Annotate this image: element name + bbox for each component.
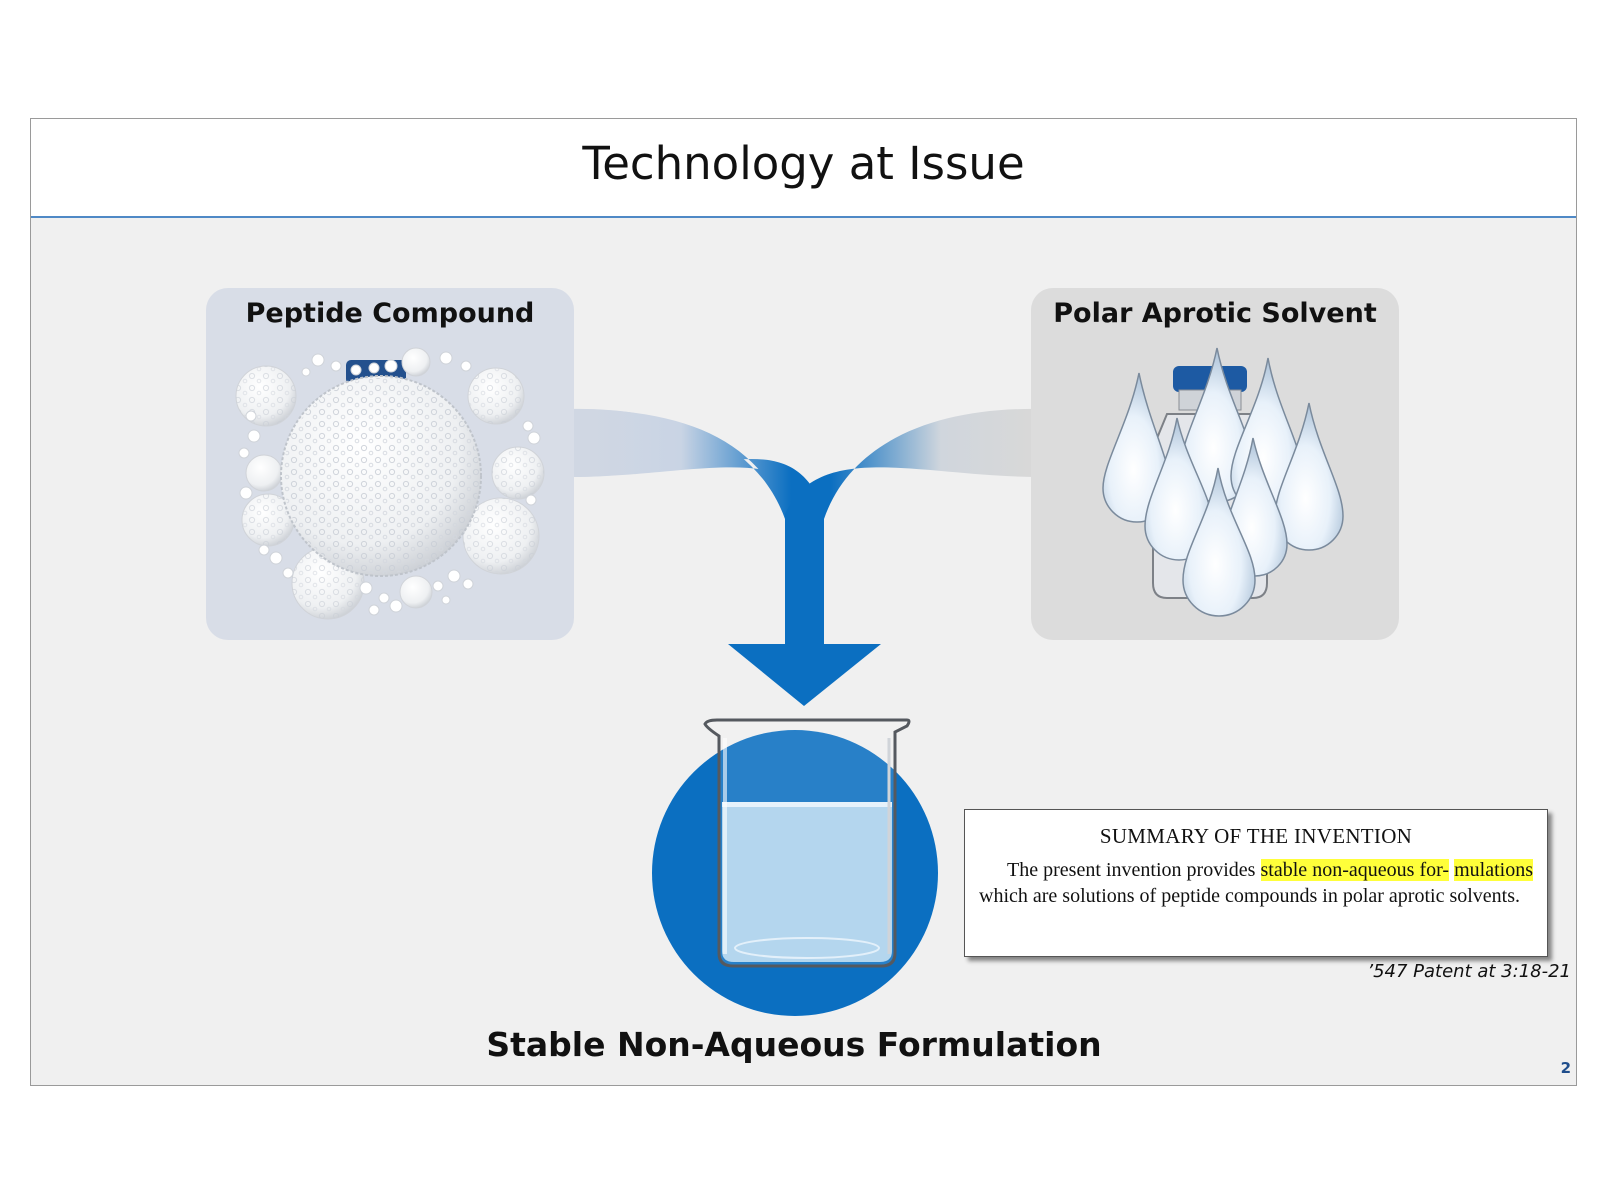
quote-text: The present invention provides stable no… <box>979 857 1533 909</box>
peptide-spheres-icon <box>235 347 545 620</box>
result-label: Stable Non-Aqueous Formulation <box>486 1025 1102 1064</box>
quote-highlight-2: mulations <box>1454 859 1533 881</box>
solvent-panel: Polar Aprotic Solvent <box>1031 288 1399 640</box>
slide: Technology at Issue Peptide Compound <box>30 118 1577 1086</box>
merge-arrow-icon <box>571 408 1041 706</box>
beaker-icon <box>652 718 938 1016</box>
quote-highlight-1: stable non-aqueous for- <box>1260 859 1450 881</box>
peptide-label: Peptide Compound <box>245 298 535 329</box>
patent-quote-box: SUMMARY OF THE INVENTION The present inv… <box>964 809 1548 957</box>
quote-text-before: The present invention provides <box>1007 859 1261 881</box>
quote-text-after: which are solutions of peptide compounds… <box>979 885 1521 907</box>
solvent-droplets-icon <box>1102 347 1344 617</box>
page-number: 2 <box>1560 1059 1571 1077</box>
patent-citation: ’547 Patent at 3:18-21 <box>1367 961 1571 982</box>
peptide-panel: Peptide Compound <box>206 288 574 640</box>
title-bar: Technology at Issue <box>31 119 1576 218</box>
slide-title: Technology at Issue <box>582 137 1025 190</box>
solvent-label: Polar Aprotic Solvent <box>1053 298 1377 329</box>
quote-heading: SUMMARY OF THE INVENTION <box>1099 824 1413 848</box>
